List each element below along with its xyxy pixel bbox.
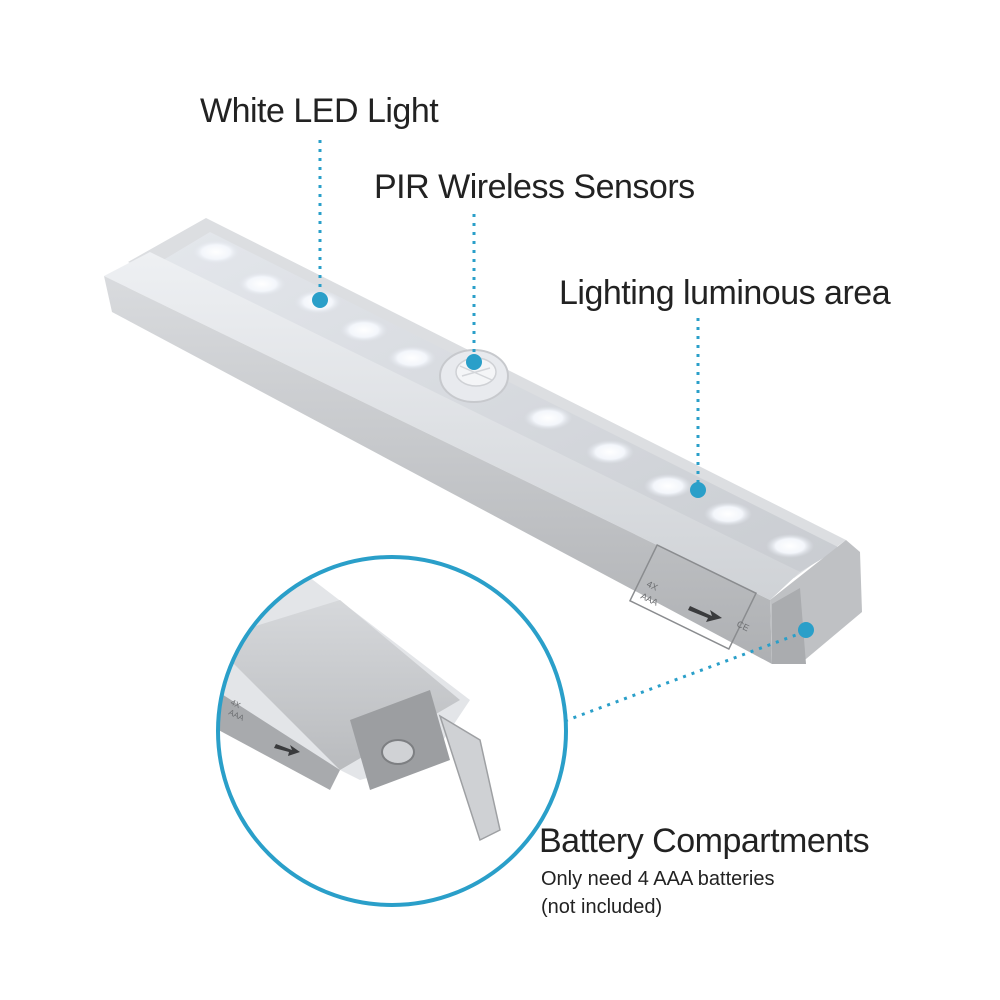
dot-pir [466,354,482,370]
label-battery-note-1: Only need 4 AAA batteries [541,868,775,890]
led [340,318,388,342]
callout-leaders [318,140,805,730]
label-luminous-area: Lighting luminous area [559,274,891,312]
led [704,502,752,526]
led [238,272,286,296]
led [524,406,572,430]
leader-battery [545,630,805,730]
zoom-circle-outline [216,555,568,907]
label-white-led: White LED Light [200,92,439,130]
led [192,240,240,264]
led [766,534,814,558]
label-pir-sensor: PIR Wireless Sensors [374,168,695,206]
arrow-icon [688,606,722,622]
svg-text:4X: 4X [229,698,242,711]
battery-marking: 4X AAA CE [628,544,758,650]
bar-end-face [772,588,806,664]
bar-top-face [104,252,800,600]
label-battery-title: Battery Compartments [539,822,870,860]
dot-luminous [690,482,706,498]
zoom-arrow-icon [274,744,300,756]
callout-dots [312,292,814,638]
led [586,440,634,464]
label-battery-note-2: (not included) [541,896,663,918]
battery-zoom-view: 4X AAA [216,555,568,907]
led [388,346,436,370]
dot-battery [798,622,814,638]
marking-ce: CE [735,619,751,633]
bar-front-face [104,276,772,664]
marking-battery-count: 4X [645,579,659,593]
led [644,474,692,498]
dot-white-led [312,292,328,308]
